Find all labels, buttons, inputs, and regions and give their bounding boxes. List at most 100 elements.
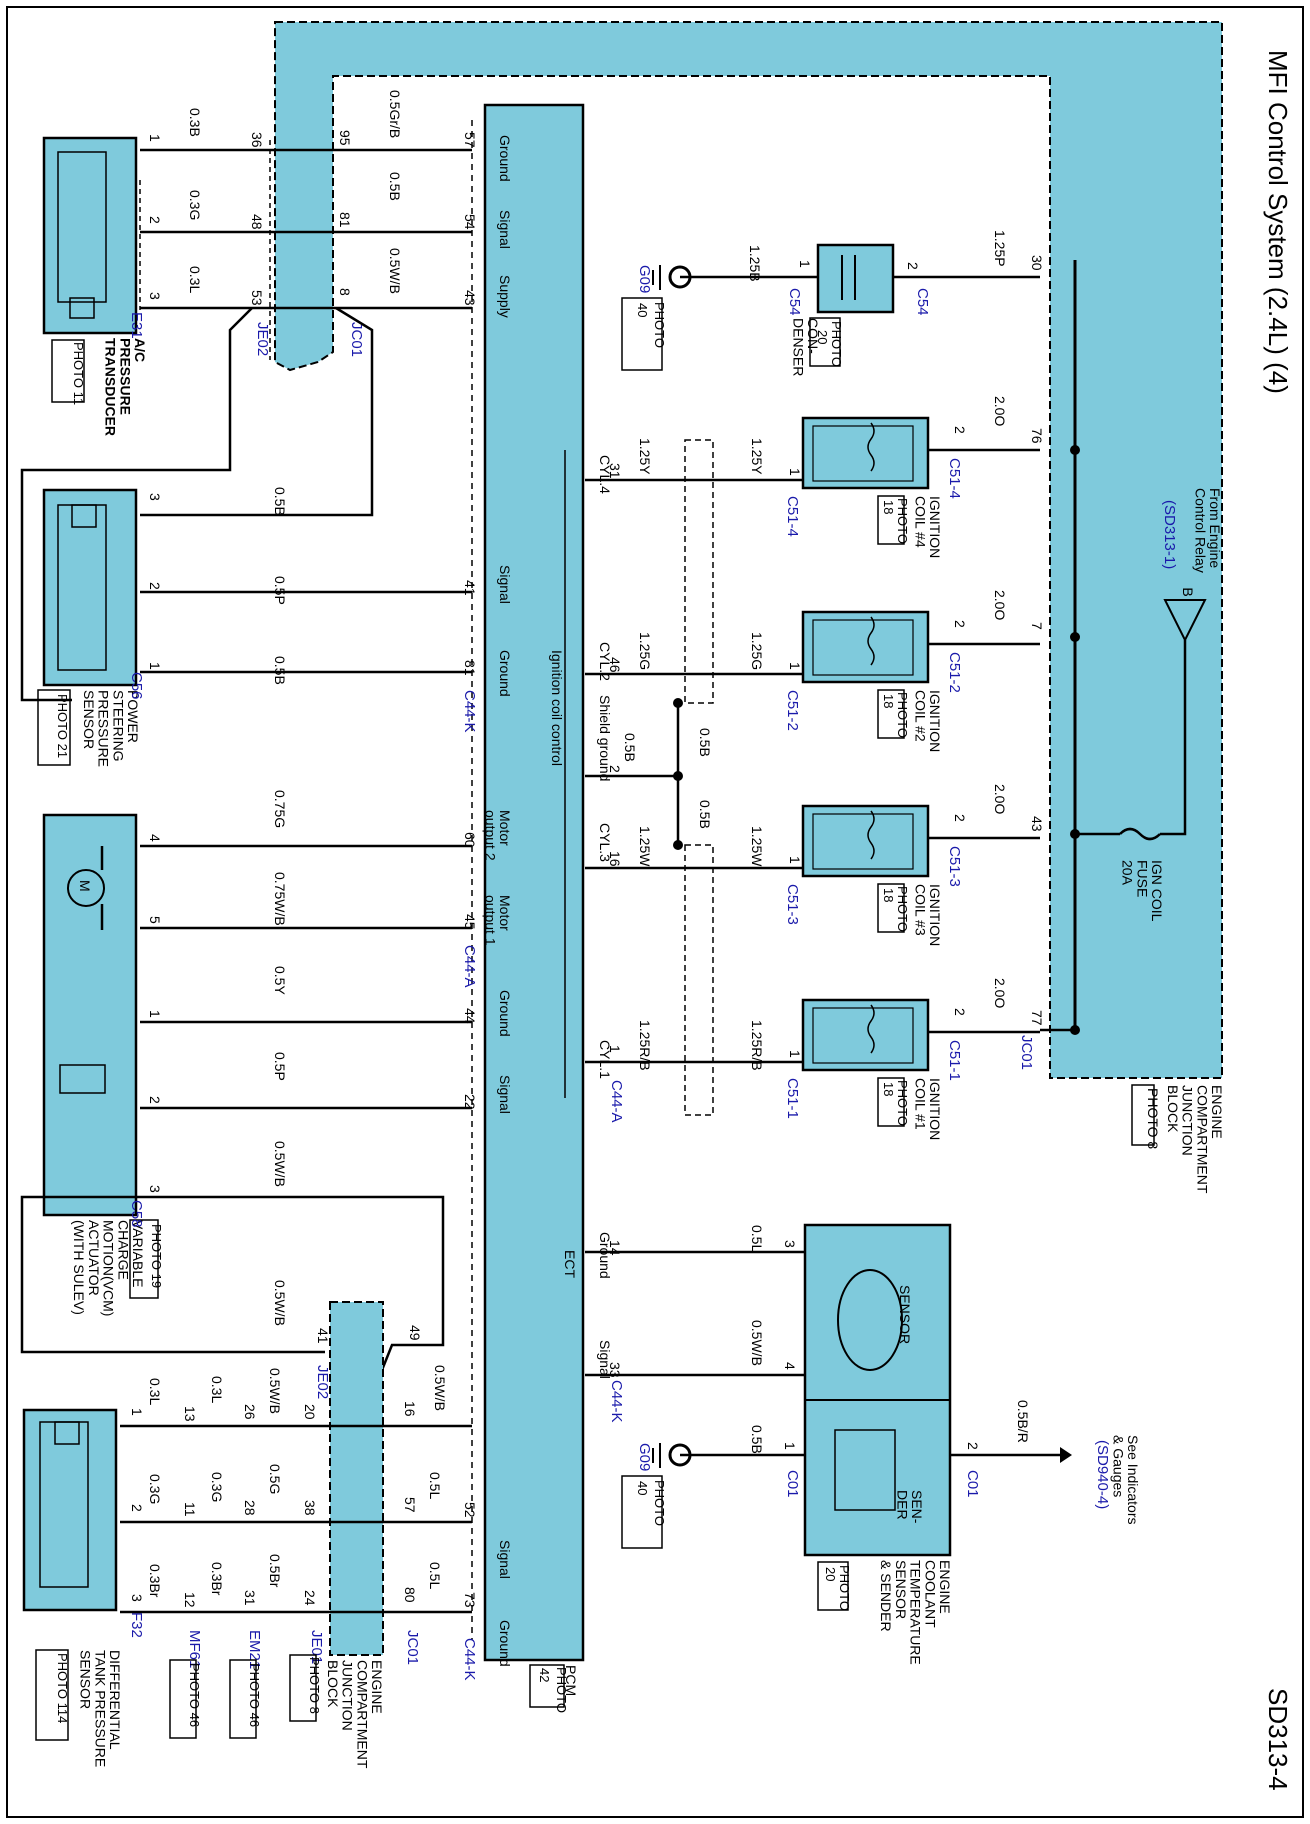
ect-name: ENGINECOOLANTTEMPERATURESENSOR& SENDER: [878, 1560, 953, 1665]
diff-em-pin-28: 28: [242, 1500, 258, 1516]
ac-sensor-element: [69, 297, 95, 319]
jb-bus-splice: [1070, 1025, 1080, 1035]
ac-pin-1: 1: [147, 134, 163, 142]
ac-jc-pin-81: 81: [337, 212, 353, 228]
ect-photo-box: [817, 1561, 849, 1611]
ps-pin-1: 1: [147, 662, 163, 670]
pcm-pin-ground-c: Ground: [497, 990, 513, 1037]
ect-gauge-arrow: [1060, 1447, 1072, 1463]
vcm-wire-3: [140, 1195, 445, 1376]
diff-w4-2: 0.5L: [427, 1472, 443, 1499]
g09-top-photo-number: 40: [635, 303, 650, 317]
coil-photo-4: PHOTO: [895, 1080, 910, 1126]
diff-je-pin-38: 38: [302, 1500, 318, 1516]
ect-see-label: See Indicators& Gauges: [1110, 1435, 1141, 1525]
coil-wire-2: 1.25G: [749, 632, 765, 670]
vcm-pin-1: 1: [147, 1010, 163, 1018]
coil-jb-wire-3: 2.0O: [992, 784, 1008, 814]
coil-jb-wire-4: 2.0O: [992, 978, 1008, 1008]
ps-pcm-pin-41: 41: [462, 580, 478, 596]
diff-w1-1: 0.3L: [147, 1378, 163, 1405]
ac-junction-pin-36: 36: [249, 132, 265, 148]
ps-photo: PHOTO 21: [55, 694, 70, 758]
ac-wire-color-2: 0.3G: [187, 190, 203, 220]
vcm-pcm-pin-60: 60: [462, 832, 478, 848]
coil-photo-box-2: [877, 689, 905, 739]
coil-winding: [867, 422, 875, 472]
vcm-upper-wire-end: 0.5W/B: [432, 1365, 448, 1411]
ignition-coil-1: [801, 416, 930, 490]
diff-mf-photo-box: [169, 1659, 197, 1739]
ac-pressure-transducer: [42, 136, 138, 335]
vcm-motor-letter: M: [77, 880, 93, 892]
pcm-pin-ground-a: Ground: [497, 135, 513, 182]
coil-pin-bottom-2: 1: [787, 662, 803, 670]
power-steering-pressure-sensor: [42, 488, 138, 687]
ac-pin-2: 2: [147, 216, 163, 224]
ignition-coil-2: [801, 610, 930, 684]
diff-pin-3: 3: [129, 1594, 145, 1602]
ect-pcm-pin-ground: 14: [607, 1240, 623, 1256]
coil-top-connector-1: C51-4: [946, 458, 963, 499]
ect-pcm-connector: C44-K: [608, 1380, 625, 1423]
diff-pin-2: 2: [129, 1504, 145, 1512]
ac-pcm-wire-54: 0.5B: [387, 172, 403, 201]
vcm-junction-pin-41: 41: [315, 1328, 331, 1344]
diff-em-photo-box: [229, 1659, 257, 1739]
coil-bottom-connector-4: C51-1: [784, 1078, 801, 1119]
ps-pcm-pin-81: 81: [462, 660, 478, 676]
engine-coolant-temperature-sensor: [803, 1223, 952, 1557]
coil-winding: [867, 616, 875, 666]
vcm-pin-4: 4: [147, 834, 163, 842]
shield-dash-box-lower: [684, 844, 714, 1116]
ect-sender-label: SEN-DER: [894, 1490, 925, 1524]
jb-bus-splice: [1070, 632, 1080, 642]
g09-top-terminal: [668, 265, 692, 289]
ignition-coil-inner-4: [812, 1007, 914, 1064]
diff-je-pin-24: 24: [302, 1590, 318, 1606]
diff-photo: PHOTO 114: [55, 1653, 70, 1723]
coil-pcm-wire-4: 1.25R/B: [637, 1020, 653, 1071]
junction-block-lower: [329, 1301, 384, 1656]
ac-sensor-name: A/CPRESSURETRANSDUCER: [103, 338, 148, 436]
ac-wire-color-1: 0.3B: [187, 108, 203, 137]
condenser-name: CON-DENSER: [790, 318, 821, 376]
coil-pcm-wire-1: 1.25Y: [637, 438, 653, 475]
diff-jc-pin-57: 57: [402, 1497, 418, 1513]
condenser-connector-left: C54: [786, 288, 803, 316]
coil-pin-bottom-3: 1: [787, 856, 803, 864]
g09-top-photo-box: [621, 297, 663, 371]
jb-photo-box: [1131, 1084, 1155, 1146]
ac-junction-pin-53: 53: [249, 290, 265, 306]
shield-wire-b: 0.5B: [697, 728, 713, 757]
coil-jb-wire-2: 2.0O: [992, 590, 1008, 620]
diff-w2-2: 0.3G: [209, 1472, 225, 1502]
vcm-lower-wire: [20, 1195, 325, 1354]
pcm-pin-supply-a: Supply: [497, 275, 513, 318]
coil-pcm-wire-2: 1.25G: [637, 632, 653, 670]
pcm-group-cyl4: CYL.4: [597, 455, 613, 494]
vcm-wire-color-5: 0.75W/B: [272, 872, 288, 926]
jb-connector-jc01: JC01: [1018, 1035, 1035, 1070]
pcm-group-cyl3: CYL.3: [597, 823, 613, 862]
ac-connector-e31: E31: [128, 312, 145, 339]
coil-pin-bottom-1: 1: [787, 468, 803, 476]
ect-pin-3: 3: [782, 1240, 798, 1248]
coil-jb-pin-3: 43: [1029, 816, 1045, 832]
pcm-group-cyl1: CYL.1: [597, 1040, 613, 1079]
pcm-photo-box: [529, 1664, 565, 1708]
ps-photo-box: [37, 689, 71, 766]
vcm-wire-color-1: 0.5Y: [272, 966, 288, 995]
vcm-je02: JE02: [314, 1365, 331, 1399]
diff-mf-photo: PHOTO 46: [187, 1663, 202, 1727]
vcm-connector-c58: C58: [128, 1200, 145, 1228]
shield-splice-3: [673, 840, 683, 850]
diff-w4-3: 0.5L: [427, 1562, 443, 1589]
diff-je-photo-box: [289, 1654, 317, 1722]
pcm-pin-signal-b: Signal: [497, 565, 513, 604]
pcm-connector-c44k-d: C44-K: [461, 1638, 478, 1681]
shield-dash-box-upper: [684, 439, 714, 704]
coil-jb-pin-1: 76: [1029, 428, 1045, 444]
ect-wire-color-1: 0.5B: [749, 1425, 765, 1454]
coil-name-4: IGNITIONCOIL #1: [912, 1078, 943, 1140]
